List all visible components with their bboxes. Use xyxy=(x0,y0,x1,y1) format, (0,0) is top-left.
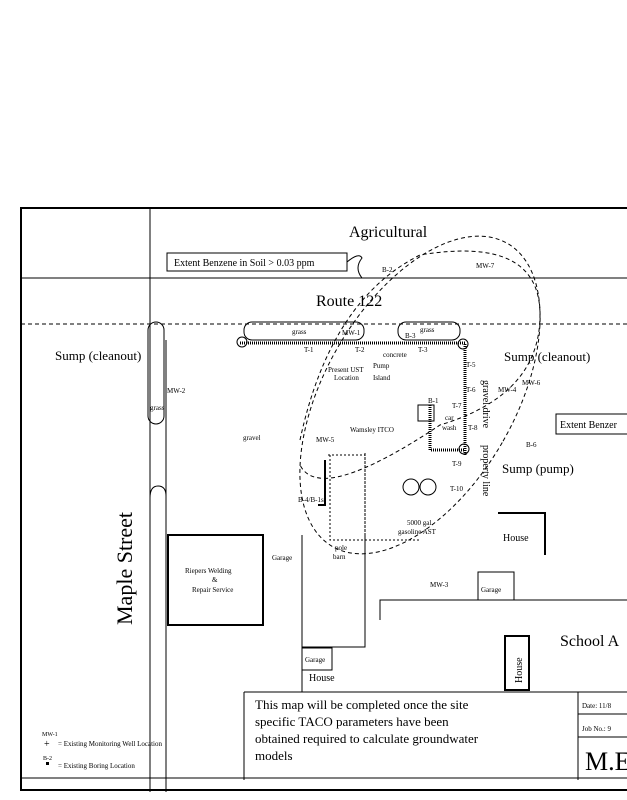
sump-right-label: Sump (cleanout) xyxy=(504,349,590,364)
sump-cleanout-left-icon xyxy=(236,336,248,348)
leader-line xyxy=(346,255,363,279)
grass-median xyxy=(147,321,165,425)
sump-pump-icon xyxy=(458,443,470,455)
pump-island-label: Pump xyxy=(373,362,390,370)
grass-label: grass xyxy=(150,404,165,412)
house-box xyxy=(504,635,530,691)
job-number-field: Job No.: 9 xyxy=(582,725,611,733)
house-outline xyxy=(498,512,546,555)
boring-label: B-1 xyxy=(428,397,439,405)
ast-label: 5000 gal. xyxy=(407,519,433,527)
ust-location-label: Present UST xyxy=(328,366,364,374)
wall xyxy=(318,460,326,506)
route-122-label: Route 122 xyxy=(316,293,382,310)
garage-label-2: Garage xyxy=(481,586,501,594)
maple-street-label: Maple Street xyxy=(112,512,137,625)
benzene-label-right: Extent Benzer xyxy=(560,420,618,431)
garage-box xyxy=(301,647,333,671)
ust-location-label-2: Location xyxy=(334,374,359,382)
well-label: MW-2 xyxy=(167,387,186,395)
trenches: T-1 T-2 T-3 T-5 T-6 T-7 T-8 T-9 T-10 xyxy=(304,346,478,493)
groundwater-contour xyxy=(299,250,541,479)
road-edge-south xyxy=(379,599,627,620)
house-label-3: House xyxy=(309,673,335,684)
benzene-extent-contour xyxy=(299,235,541,555)
legend-boring-symbol-label: B-2 xyxy=(43,756,52,762)
boring-label: B-4/B-1s xyxy=(298,496,324,504)
borings: B-1 B-2 B-3 B-4/B-1s B-6 xyxy=(298,266,537,504)
house-label-2: House xyxy=(514,657,525,683)
legend-well-text: = Existing Monitoring Well Location xyxy=(58,740,162,748)
curb xyxy=(149,485,167,499)
well-label: MW-4 xyxy=(498,386,517,394)
well-label: MW-7 xyxy=(476,262,495,270)
property-line-label: property line xyxy=(480,445,491,497)
grass-strip-1 xyxy=(243,321,365,341)
well-label: MW-1 xyxy=(342,329,361,337)
house-label: House xyxy=(503,533,529,544)
car-wash-label-2: wash xyxy=(442,424,457,432)
date-field: Date: 11/8 xyxy=(582,702,612,710)
note-line: specific TACO parameters have been xyxy=(255,714,449,729)
grass-label-2: grass xyxy=(420,326,435,334)
sump-cleanout-right-icon xyxy=(457,338,469,350)
car-wash-label: car xyxy=(445,414,454,422)
welding-label: Riepers Welding xyxy=(185,567,232,575)
map-border xyxy=(20,207,627,791)
trench-label: T-7 xyxy=(452,402,462,410)
trench-label: T-2 xyxy=(355,346,365,354)
trench-label: T-6 xyxy=(466,386,476,394)
ast-tank-2 xyxy=(419,478,437,496)
trench-label: T-3 xyxy=(418,346,428,354)
boring-symbol-icon xyxy=(46,762,49,765)
maple-street-edges xyxy=(149,208,167,792)
welding-label-3: Repair Service xyxy=(192,586,233,594)
grass-label-1: grass xyxy=(292,328,307,336)
garage-label: Garage xyxy=(272,554,292,562)
legend-boring-text: = Existing Boring Location xyxy=(58,762,135,770)
pole-barn-label: pole xyxy=(335,544,347,552)
trench-label: T-8 xyxy=(468,424,478,432)
note-line: obtained required to calculate groundwat… xyxy=(255,731,479,746)
company-name: M.E xyxy=(585,747,627,776)
ast-label-2: gasoline AST xyxy=(398,528,437,536)
agricultural-label: Agricultural xyxy=(349,224,428,241)
trench-label: T-5 xyxy=(466,361,476,369)
concrete-label: concrete xyxy=(383,351,407,359)
note-line: models xyxy=(255,748,293,763)
garage-label-3: Garage xyxy=(305,656,325,664)
trench-label: T-1 xyxy=(304,346,314,354)
welding-label-2: & xyxy=(212,576,218,584)
trench-label: T-9 xyxy=(452,460,462,468)
monitoring-wells: MW-2 MW-5 MW-4 MW-6 MW-7 MW-1 MW-3 xyxy=(167,262,541,589)
car-wash-wall xyxy=(428,405,465,452)
well-label: MW-5 xyxy=(316,436,335,444)
well-label: MW-6 xyxy=(522,379,541,387)
welding-shop xyxy=(167,534,264,626)
pump-island-label-2: Island xyxy=(373,374,391,382)
well-label: MW-3 xyxy=(430,581,449,589)
note-line: This map will be completed once the site xyxy=(255,697,469,712)
legend-well-symbol-label: MW-1 xyxy=(42,732,58,738)
benzene-label: Extent Benzene in Soil > 0.03 ppm xyxy=(174,258,315,269)
grass-strip-2 xyxy=(397,321,461,341)
boring-label: B-6 xyxy=(526,441,537,449)
building-label: Wamsley ITCO xyxy=(350,426,394,434)
sump-left-label: Sump (cleanout) xyxy=(55,348,141,363)
pole-barn-label-2: barn xyxy=(333,553,346,561)
well-symbol-icon: + xyxy=(44,739,50,750)
boring-label: B-2 xyxy=(382,266,393,274)
sump-pump-label: Sump (pump) xyxy=(502,461,574,476)
gravel-label: gravel xyxy=(243,434,261,442)
school-road-label: School A xyxy=(560,633,620,650)
gravel-drive-label: gravel drive xyxy=(480,380,491,429)
trench-label: T-10 xyxy=(450,485,463,493)
boring-label: B-3 xyxy=(405,332,416,340)
property-line xyxy=(240,341,467,455)
benzene-label-box-right xyxy=(555,413,627,435)
ast-tank-1 xyxy=(402,478,420,496)
title-block-frame xyxy=(21,691,627,780)
car-wash-bay xyxy=(417,404,435,422)
